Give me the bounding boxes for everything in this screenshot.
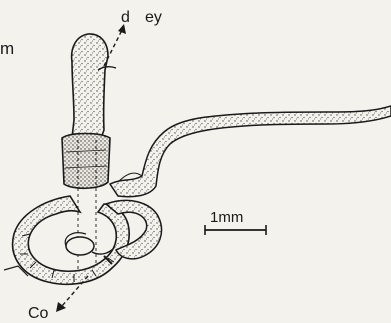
collar-sheath — [62, 134, 110, 189]
tail — [110, 106, 391, 197]
label-co: Co — [28, 305, 49, 322]
upper-tube — [72, 34, 108, 138]
label-ey: ey — [145, 9, 162, 26]
scale-label: 1mm — [210, 209, 243, 226]
label-m: m — [0, 39, 14, 58]
label-d: d — [121, 9, 130, 26]
central-loop — [66, 237, 94, 255]
